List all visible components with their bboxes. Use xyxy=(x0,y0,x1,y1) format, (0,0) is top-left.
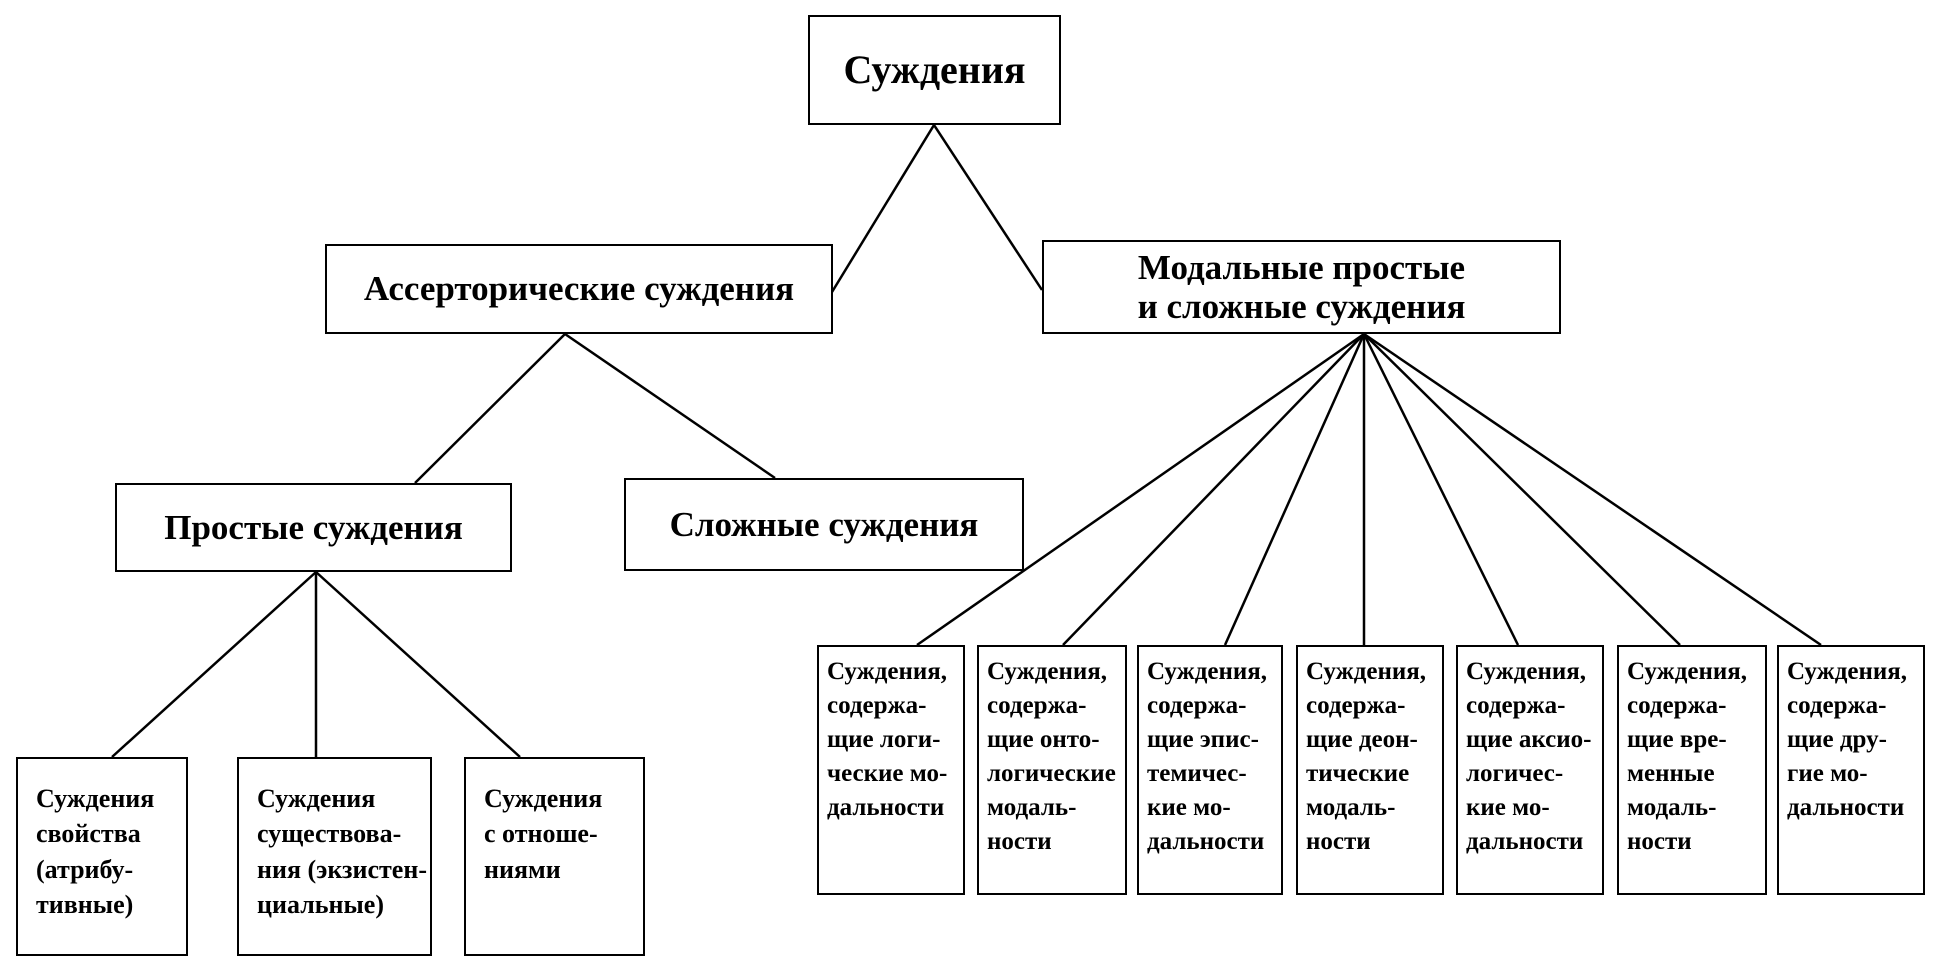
edge-simple-relational xyxy=(315,571,521,758)
node-line: с отноше- xyxy=(484,819,598,849)
edge-modal-axiological xyxy=(1362,333,1520,646)
node-line: Суждения, xyxy=(1147,658,1268,685)
node-line: свойства xyxy=(36,819,141,849)
node-line: менные xyxy=(1627,760,1715,787)
node-line: Суждения, xyxy=(987,658,1108,685)
deontic-modality-node: Суждения, содержа- щие деон- тические мо… xyxy=(1296,645,1444,895)
node-line: щие вре- xyxy=(1627,726,1727,753)
node-line: темичес- xyxy=(1147,760,1247,787)
edge-root-modal xyxy=(932,124,1044,291)
edge-modal-logical xyxy=(916,332,1365,647)
node-line: щие дру- xyxy=(1787,726,1887,753)
node-line: щие аксио- xyxy=(1466,726,1592,753)
complex-judgments-node: Сложные суждения xyxy=(624,478,1024,571)
node-line: щие деон- xyxy=(1306,726,1418,753)
modal-judgments-label: Модальные простые и сложные суждения xyxy=(1137,247,1466,326)
node-line: модаль- xyxy=(987,794,1077,821)
axiological-modality-node: Суждения, содержа- щие аксио- логичес- к… xyxy=(1456,645,1604,895)
node-line: Суждения, xyxy=(1627,658,1748,685)
node-line: дальности xyxy=(1466,828,1584,855)
ontological-modality-node: Суждения, содержа- щие онто- логические … xyxy=(977,645,1127,895)
node-line: ности xyxy=(1627,828,1692,855)
simple-judgments-node: Простые суждения xyxy=(115,483,512,572)
node-line: ности xyxy=(987,828,1052,855)
node-line: кие мо- xyxy=(1466,794,1550,821)
other-modality-node: Суждения, содержа- щие дру- гие мо- даль… xyxy=(1777,645,1925,895)
node-line: тические xyxy=(1306,760,1410,787)
node-line: Суждения, xyxy=(827,658,948,685)
node-line: щие логи- xyxy=(827,726,941,753)
complex-judgments-label: Сложные суждения xyxy=(669,504,979,544)
node-line: содержа- xyxy=(1306,692,1406,719)
node-line: щие эпис- xyxy=(1147,726,1259,753)
node-line: Суждения, xyxy=(1787,658,1908,685)
node-line: содержа- xyxy=(987,692,1087,719)
edge-simple-attributive xyxy=(111,571,317,758)
node-line: кие мо- xyxy=(1147,794,1231,821)
node-line: Суждения xyxy=(484,784,603,813)
edge-assertoric-simple xyxy=(414,333,566,484)
logical-modality-node: Суждения, содержа- щие логи- ческие мо- … xyxy=(817,645,965,895)
node-line: Суждения xyxy=(36,784,155,813)
modal-judgments-node: Модальные простые и сложные суждения xyxy=(1042,240,1561,334)
edge-modal-ontological xyxy=(1062,333,1365,646)
assertoric-judgments-label: Ассерторические суждения xyxy=(363,269,795,309)
node-line: содержа- xyxy=(827,692,927,719)
node-line: логичес- xyxy=(1466,760,1564,787)
epistemic-modality-node: Суждения, содержа- щие эпис- темичес- ки… xyxy=(1137,645,1283,895)
edge-assertoric-complex xyxy=(564,332,776,480)
root-label: Суждения xyxy=(843,46,1026,92)
attributive-judgments-node: Суждения свойства (атрибу- тивные) xyxy=(16,757,188,956)
node-line: Суждения, xyxy=(1466,658,1587,685)
relational-judgments-node: Суждения с отноше- ниями xyxy=(464,757,645,956)
edge-root-assertoric xyxy=(830,124,936,293)
node-line: тивные) xyxy=(36,890,134,920)
node-line: (атрибу- xyxy=(36,854,134,884)
node-line: ности xyxy=(1306,828,1371,855)
node-line: дальности xyxy=(827,794,945,821)
node-line: гие мо- xyxy=(1787,760,1868,787)
node-line: Суждения, xyxy=(1306,658,1427,685)
node-line: содержа- xyxy=(1627,692,1727,719)
node-line: ния (экзистен- xyxy=(257,854,427,884)
node-line: ниями xyxy=(484,854,561,884)
node-line: логические xyxy=(987,760,1116,787)
node-line: Суждения xyxy=(257,784,376,813)
node-line: содержа- xyxy=(1147,692,1247,719)
node-line: модаль- xyxy=(1627,794,1717,821)
assertoric-judgments-node: Ассерторические суждения xyxy=(325,244,833,334)
node-line: содержа- xyxy=(1787,692,1887,719)
edge-modal-other xyxy=(1363,332,1822,647)
simple-judgments-label: Простые суждения xyxy=(164,507,463,547)
node-line: дальности xyxy=(1787,794,1905,821)
node-line: модаль- xyxy=(1306,794,1396,821)
node-line: существова- xyxy=(257,819,402,849)
temporal-modality-node: Суждения, содержа- щие вре- менные модал… xyxy=(1617,645,1767,895)
node-line: циальные) xyxy=(257,890,385,920)
root-node: Суждения xyxy=(808,15,1061,125)
edge-modal-epistemic xyxy=(1223,333,1366,646)
existential-judgments-node: Суждения существова- ния (экзистен- циал… xyxy=(237,757,432,956)
edge-modal-temporal xyxy=(1363,333,1681,646)
node-line: ческие мо- xyxy=(827,760,948,787)
node-line: щие онто- xyxy=(987,726,1100,753)
node-line: дальности xyxy=(1147,828,1265,855)
node-line: содержа- xyxy=(1466,692,1566,719)
